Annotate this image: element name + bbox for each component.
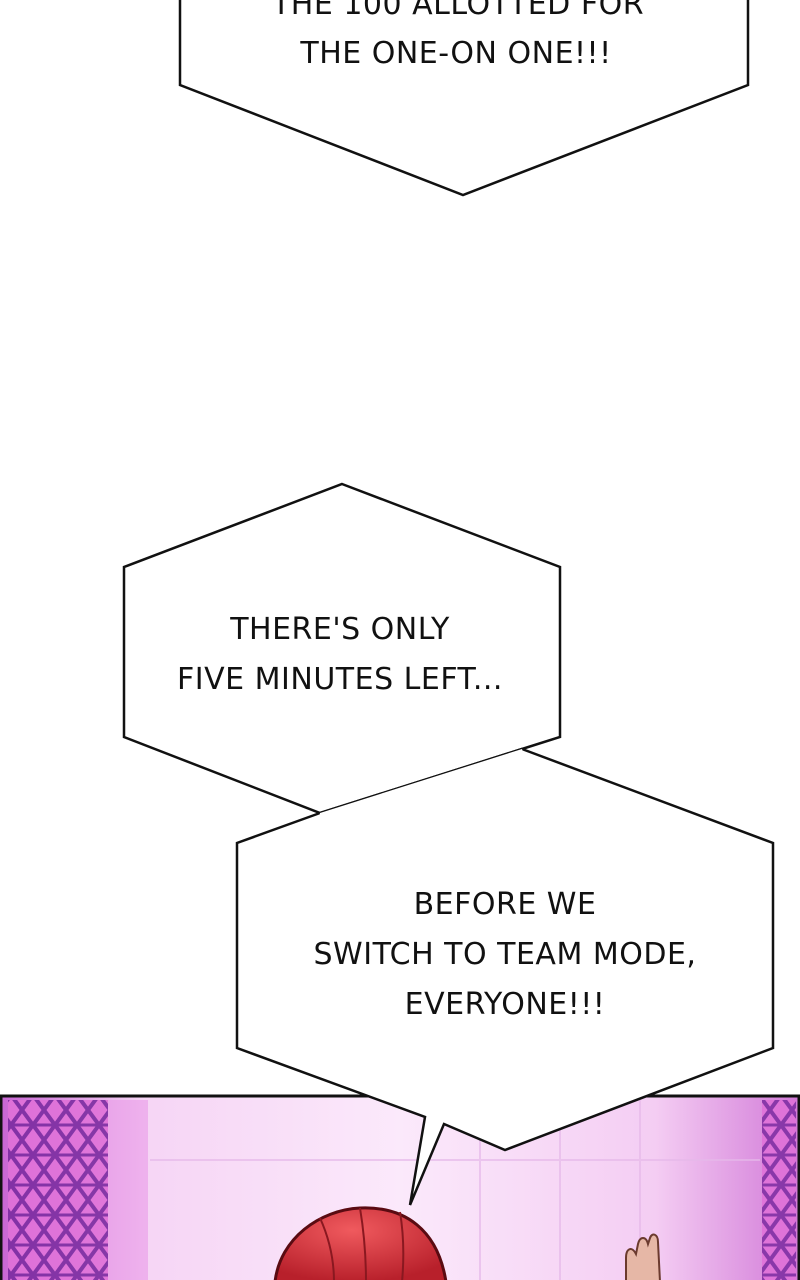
bubble-top-line-1: THE 100 ALLOTTED FOR [271, 0, 644, 22]
speech-bubble-bottom [235, 747, 775, 1206]
lattice-left [8, 1100, 148, 1280]
raised-hand [625, 1233, 661, 1280]
bubble-top-line-2: THE ONE-ON ONE!!! [299, 36, 611, 71]
bottom-panel [0, 1094, 800, 1280]
bubble-bottom-line-1: BEFORE WE [414, 887, 597, 922]
bubble-bottom-line-2: SWITCH TO TEAM MODE, [314, 937, 697, 972]
bubble-bottom-line-3: EVERYONE!!! [405, 987, 606, 1022]
bubble-middle-line-1: THERE'S ONLY [229, 612, 450, 647]
bubble-middle-line-2: FIVE MINUTES LEFT... [177, 662, 503, 697]
speech-bubble-top: THE 100 ALLOTTED FOR THE ONE-ON ONE!!! [178, 0, 750, 197]
lattice-right [762, 1100, 796, 1280]
red-cap [273, 1206, 448, 1280]
